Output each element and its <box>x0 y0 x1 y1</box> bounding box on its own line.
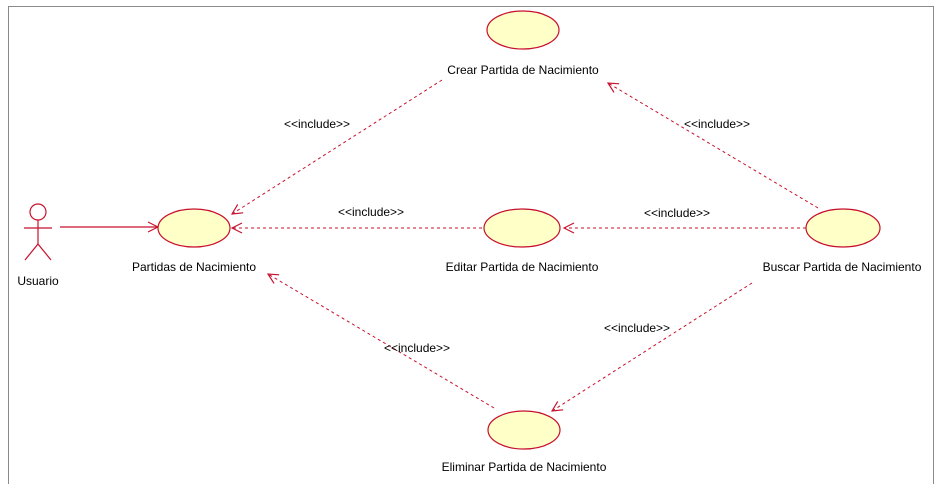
include-buscar-editar-label: <<include>> <box>644 206 710 220</box>
usecase-eliminar-label: Eliminar Partida de Nacimiento <box>442 460 607 474</box>
usecase-editar[interactable]: Editar Partida de Nacimiento <box>446 208 599 274</box>
actor-head <box>29 203 47 221</box>
diagram-frame <box>8 6 934 484</box>
include-crear-partidas[interactable] <box>232 79 443 214</box>
include-buscar-eliminar[interactable] <box>552 282 753 411</box>
include-crear-label: <<include>> <box>284 117 350 131</box>
actor-left-leg <box>24 243 39 261</box>
actor-right-leg <box>37 243 52 261</box>
usecase-partidas[interactable]: Partidas de Nacimiento <box>132 208 256 274</box>
usecase-editar-shape <box>483 208 561 248</box>
usecase-partidas-shape <box>157 208 231 248</box>
usecase-crear-label: Crear Partida de Nacimiento <box>447 63 599 77</box>
include-eliminar-label: <<include>> <box>384 341 450 355</box>
usecase-eliminar[interactable]: Eliminar Partida de Nacimiento <box>442 410 607 474</box>
usecase-crear[interactable]: Crear Partida de Nacimiento <box>447 10 599 77</box>
include-eliminar-partidas[interactable] <box>268 274 495 409</box>
include-buscar-crear-label: <<include>> <box>684 117 750 131</box>
actor-usuario[interactable]: Usuario <box>17 203 59 288</box>
usecase-editar-label: Editar Partida de Nacimiento <box>446 260 599 274</box>
usecase-eliminar-shape <box>487 410 561 450</box>
actor-label: Usuario <box>17 274 59 288</box>
include-buscar-eliminar-label: <<include>> <box>604 321 670 335</box>
include-editar-label: <<include>> <box>338 205 404 219</box>
usecase-buscar[interactable]: Buscar Partida de Nacimiento <box>763 208 922 274</box>
usecase-buscar-label: Buscar Partida de Nacimiento <box>763 260 922 274</box>
usecase-partidas-label: Partidas de Nacimiento <box>132 260 256 274</box>
include-buscar-crear[interactable] <box>608 83 819 209</box>
usecase-buscar-shape <box>805 208 881 248</box>
usecase-crear-shape <box>486 10 560 50</box>
